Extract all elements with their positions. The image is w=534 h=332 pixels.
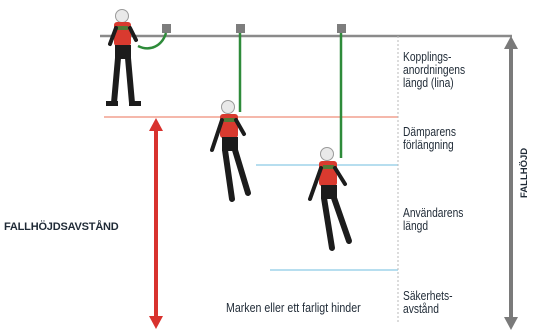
fall-clearance-arrowhead-bottom: [149, 316, 163, 329]
anchor-point-2: [236, 24, 245, 33]
fall-height-label: FALLHÖJD: [519, 147, 530, 198]
anchor-point-3: [337, 24, 346, 33]
fall-height-arrowhead-top: [504, 36, 518, 49]
worker-hanging-2: [308, 147, 352, 251]
absorber-elongation-label: Dämparens förlängning: [403, 125, 456, 152]
worker-hanging-1: [210, 100, 251, 202]
fall-height-arrowhead-bottom: [504, 317, 518, 330]
worker-standing: [106, 9, 141, 106]
connection-length-label: Kopplings- anordningens längd (lina): [403, 50, 466, 90]
lanyard-1: [137, 32, 168, 50]
anchor-point-1: [162, 24, 171, 33]
fall-clearance-arrowhead-top: [149, 118, 163, 131]
safety-distance-label: Säkerhets- avstånd: [403, 289, 453, 316]
fall-clearance-label: FALLHÖJDSAVSTÅND: [4, 221, 119, 233]
user-length-label: Användarens längd: [403, 206, 464, 233]
ground-label: Marken eller ett farligt hinder: [226, 301, 361, 315]
